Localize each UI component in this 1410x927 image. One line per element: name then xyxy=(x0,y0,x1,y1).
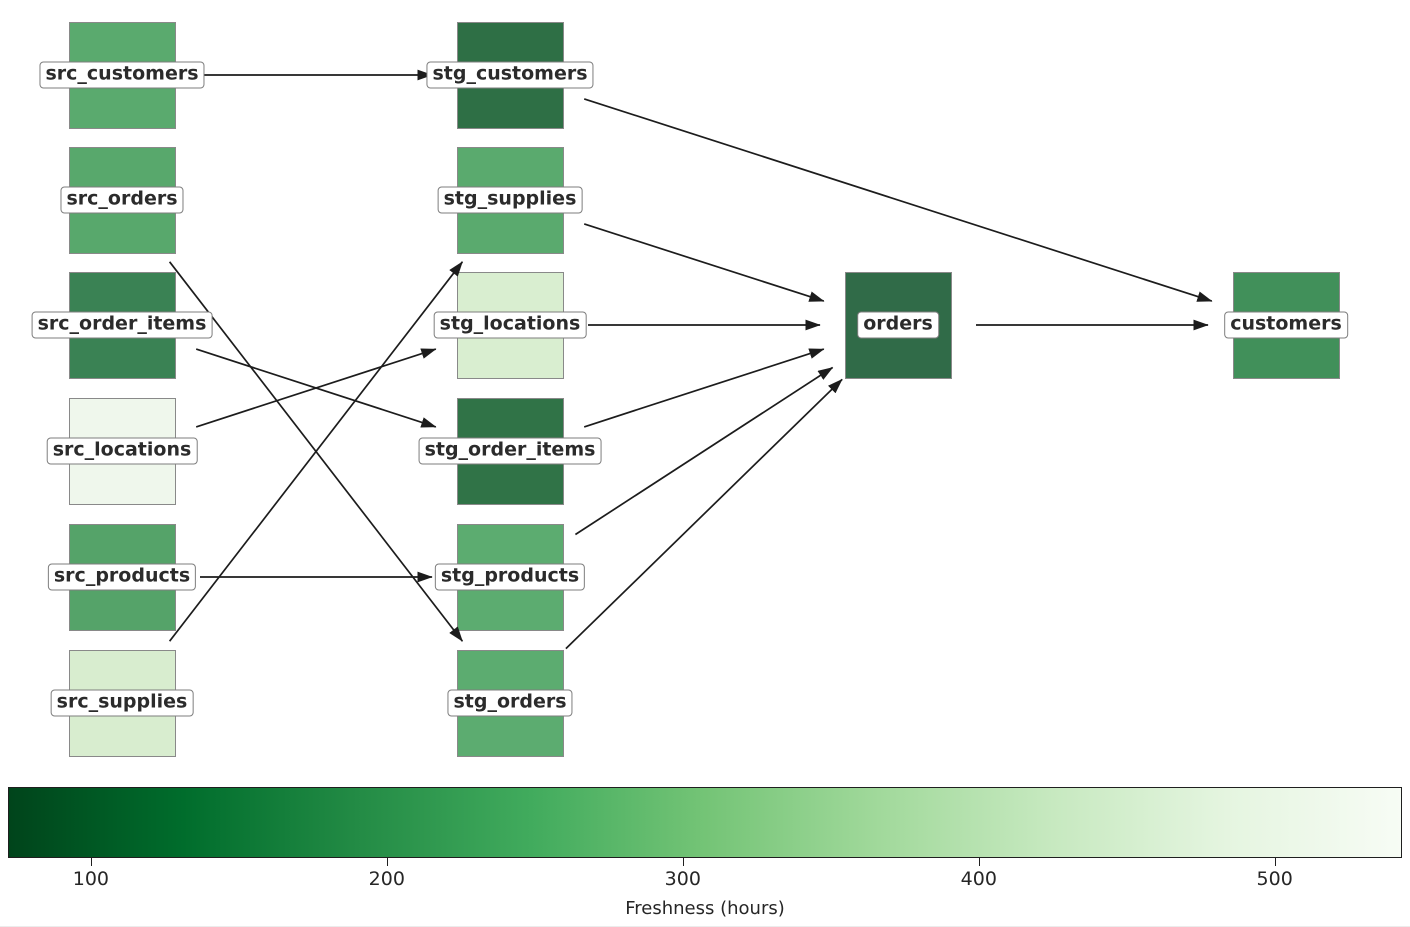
node-label-stg_customers: stg_customers xyxy=(426,61,594,89)
node-label-stg_orders: stg_orders xyxy=(447,689,573,717)
colorbar-gradient xyxy=(8,787,1402,858)
node-label-customers: customers xyxy=(1224,311,1348,339)
colorbar-tick-label: 500 xyxy=(1256,868,1293,890)
edge-src_locations-to-stg_locations xyxy=(195,348,437,428)
colorbar-tick xyxy=(1274,858,1277,866)
colorbar-tick xyxy=(90,858,93,866)
edge-stg_customers-to-customers xyxy=(583,98,1213,302)
colorbar-tick-label: 100 xyxy=(72,868,110,890)
colorbar-tick-label: 200 xyxy=(368,868,405,890)
node-label-src_orders: src_orders xyxy=(60,186,184,214)
colorbar-tick-label: 400 xyxy=(960,868,997,890)
colorbar-tick xyxy=(386,858,389,866)
node-label-stg_order_items: stg_order_items xyxy=(418,437,602,465)
edge-stg_products-to-orders xyxy=(574,366,834,536)
node-label-src_customers: src_customers xyxy=(39,61,205,89)
edges-layer xyxy=(168,69,1213,650)
edge-stg_orders-to-orders xyxy=(565,378,843,650)
node-label-src_products: src_products xyxy=(47,563,197,591)
node-label-stg_products: stg_products xyxy=(434,563,586,591)
colorbar-axis-label: Freshness (hours) xyxy=(625,898,785,919)
node-label-stg_locations: stg_locations xyxy=(433,311,587,339)
edge-stg_order_items-to-orders xyxy=(583,348,825,428)
colorbar: 100 200 300 400 500 Freshness (hours) xyxy=(0,786,1410,926)
colorbar-tick xyxy=(978,858,981,866)
node-label-orders: orders xyxy=(857,311,939,339)
colorbar-tick xyxy=(682,858,685,866)
node-label-src_locations: src_locations xyxy=(46,437,198,465)
edge-src_supplies-to-stg_supplies xyxy=(168,261,464,642)
edge-stg_supplies-to-orders xyxy=(583,223,825,302)
node-label-src_supplies: src_supplies xyxy=(50,689,194,717)
colorbar-tick-label: 300 xyxy=(664,868,701,890)
node-label-src_order_items: src_order_items xyxy=(31,311,213,339)
node-label-stg_supplies: stg_supplies xyxy=(437,186,583,214)
